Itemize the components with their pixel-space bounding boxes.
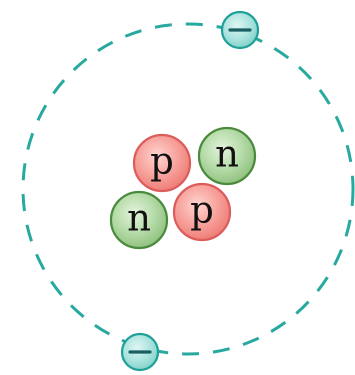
electron-orbit	[21, 22, 355, 356]
neutron-symbol: n	[127, 197, 151, 240]
neutron-top: n	[197, 126, 257, 186]
electron-bottom	[120, 332, 160, 372]
proton-symbol: p	[150, 140, 174, 183]
neutron-symbol: n	[215, 133, 239, 176]
proton-bottom: p	[172, 182, 232, 242]
proton-top: p	[132, 133, 192, 193]
electron-top	[220, 10, 260, 50]
neutron-bottom: n	[109, 190, 169, 250]
nucleus: p n n p	[109, 126, 257, 250]
proton-symbol: p	[190, 189, 214, 232]
